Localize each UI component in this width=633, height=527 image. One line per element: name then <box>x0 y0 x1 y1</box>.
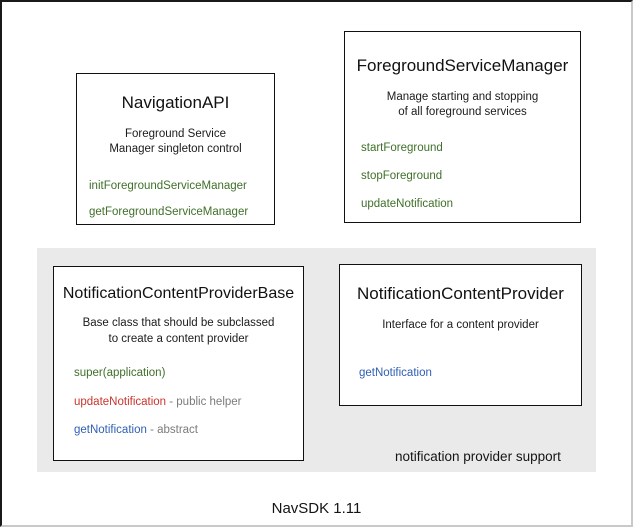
class-title-notification-content-provider-base: NotificationContentProviderBase <box>62 285 295 302</box>
member-list-navigation-api: initForegroundServiceManager getForegrou… <box>89 179 274 220</box>
class-description-foreground-service-manager: Manage starting and stopping of all fore… <box>345 90 580 121</box>
class-box-foreground-service-manager[interactable]: ForegroundServiceManager Manage starting… <box>344 31 581 223</box>
class-box-notification-content-provider[interactable]: NotificationContentProvider Interface fo… <box>339 264 582 406</box>
class-description-line: to create a content provider <box>108 332 249 345</box>
member-stop-foreground[interactable]: stopForeground <box>361 169 443 182</box>
member-get-notification[interactable]: getNotification <box>359 367 432 380</box>
member-start-foreground[interactable]: startForeground <box>361 141 443 154</box>
member-super-application[interactable]: super(application) <box>74 366 303 380</box>
class-description-notification-content-provider-base: Base class that should be subclassed to … <box>54 316 303 347</box>
member-name: super(application) <box>74 367 166 380</box>
class-description-line: Interface for a content provider <box>382 318 539 331</box>
class-description-line: of all foreground services <box>398 106 527 119</box>
member-name: updateNotification <box>74 395 167 408</box>
member-update-notification[interactable]: updateNotification - public helper <box>74 395 303 409</box>
footer-version-label: NavSDK 1.11 <box>271 500 362 517</box>
member-init-foreground-service-manager[interactable]: initForegroundServiceManager <box>89 179 247 192</box>
class-description-navigation-api: Foreground Service Manager singleton con… <box>77 127 274 158</box>
class-description-notification-content-provider: Interface for a content provider <box>340 318 581 334</box>
member-name: getNotification <box>74 424 147 437</box>
class-description-line: Manager singleton control <box>109 143 242 156</box>
class-title-navigation-api: NavigationAPI <box>121 93 230 112</box>
member-list-foreground-service-manager: startForeground stopForeground updateNot… <box>361 141 580 212</box>
class-box-notification-content-provider-base[interactable]: NotificationContentProviderBase Base cla… <box>53 266 304 461</box>
class-description-line: Manage starting and stopping <box>386 90 539 103</box>
member-note: - abstract <box>146 424 199 437</box>
class-description-line: Base class that should be subclassed <box>82 317 275 330</box>
member-list-notification-content-provider: getNotification <box>359 366 581 380</box>
member-list-notification-content-provider-base: super(application) updateNotification - … <box>74 366 303 437</box>
member-update-notification[interactable]: updateNotification <box>361 198 454 211</box>
member-note: - public helper <box>166 395 242 408</box>
class-box-navigation-api[interactable]: NavigationAPI Foreground Service Manager… <box>76 73 275 225</box>
class-description-line: Foreground Service <box>125 127 226 140</box>
group-caption-notification-provider-support: notification provider support <box>395 449 561 464</box>
class-title-foreground-service-manager: ForegroundServiceManager <box>356 56 569 75</box>
class-title-notification-content-provider: NotificationContentProvider <box>357 284 564 303</box>
member-get-foreground-service-manager[interactable]: getForegroundServiceManager <box>89 205 249 218</box>
member-get-notification[interactable]: getNotification - abstract <box>74 423 303 437</box>
